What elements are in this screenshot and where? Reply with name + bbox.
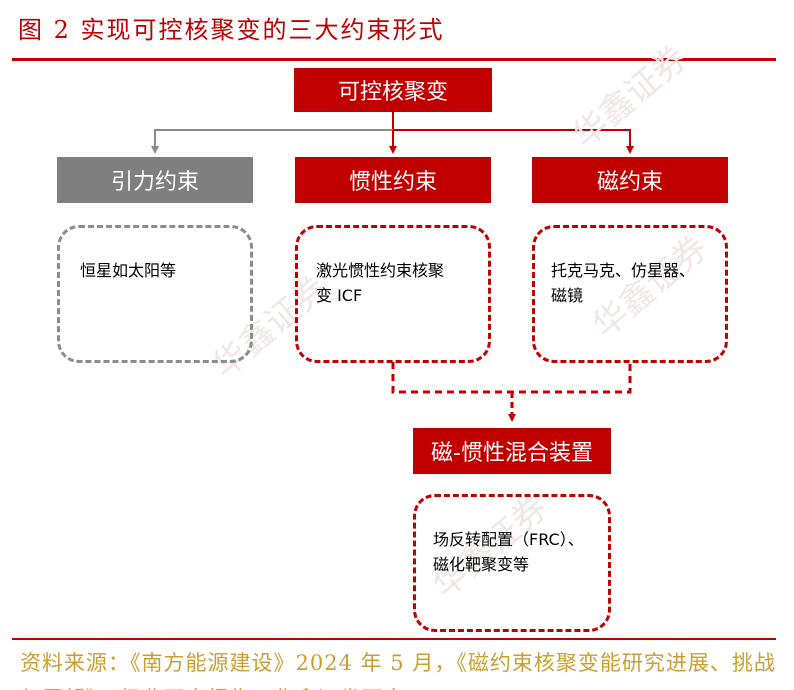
- branch-inertial: 惯性约束: [295, 157, 491, 203]
- magnetic-description-line: 磁镜: [551, 286, 584, 305]
- magnetic-description: 托克马克、仿星器、 磁镜: [551, 258, 695, 308]
- magnetic-description-line: 托克马克、仿星器、: [551, 261, 696, 280]
- figure-title: 图 2 实现可控核聚变的三大约束形式: [18, 16, 445, 44]
- inertial-description-box: [295, 225, 491, 363]
- source-note: 资料来源：《南方能源建设》2024 年 5 月，《磁约束核聚变能研究进展、挑战与…: [20, 651, 776, 690]
- branch-gravity: 引力约束: [57, 157, 253, 203]
- magnetic-description-box: [532, 225, 728, 363]
- hybrid-description: 场反转配置（FRC）、 磁化靶聚变等: [433, 527, 584, 577]
- gravity-description: 恒星如太阳等: [80, 261, 177, 280]
- connector-gravity: [151, 129, 393, 154]
- hybrid-description-line: 磁化靶聚变等: [433, 555, 530, 574]
- gravity-description-box: [57, 225, 253, 363]
- branch-magnetic: 磁约束: [532, 157, 728, 203]
- footer-divider: [12, 638, 776, 640]
- root-node: 可控核聚变: [294, 68, 492, 112]
- inertial-description: 激光惯性约束核聚 变 ICF: [316, 258, 444, 308]
- hybrid-node: 磁-惯性混合装置: [413, 428, 611, 474]
- inertial-description-line: 变 ICF: [316, 286, 363, 305]
- hybrid-description-box: [413, 494, 611, 632]
- hybrid-description-line: 场反转配置（FRC）、: [433, 530, 584, 549]
- connector-merge: [391, 362, 632, 394]
- header-divider: [12, 58, 776, 61]
- inertial-description-line: 激光惯性约束核聚: [316, 261, 445, 280]
- connector-magnetic: [393, 129, 634, 154]
